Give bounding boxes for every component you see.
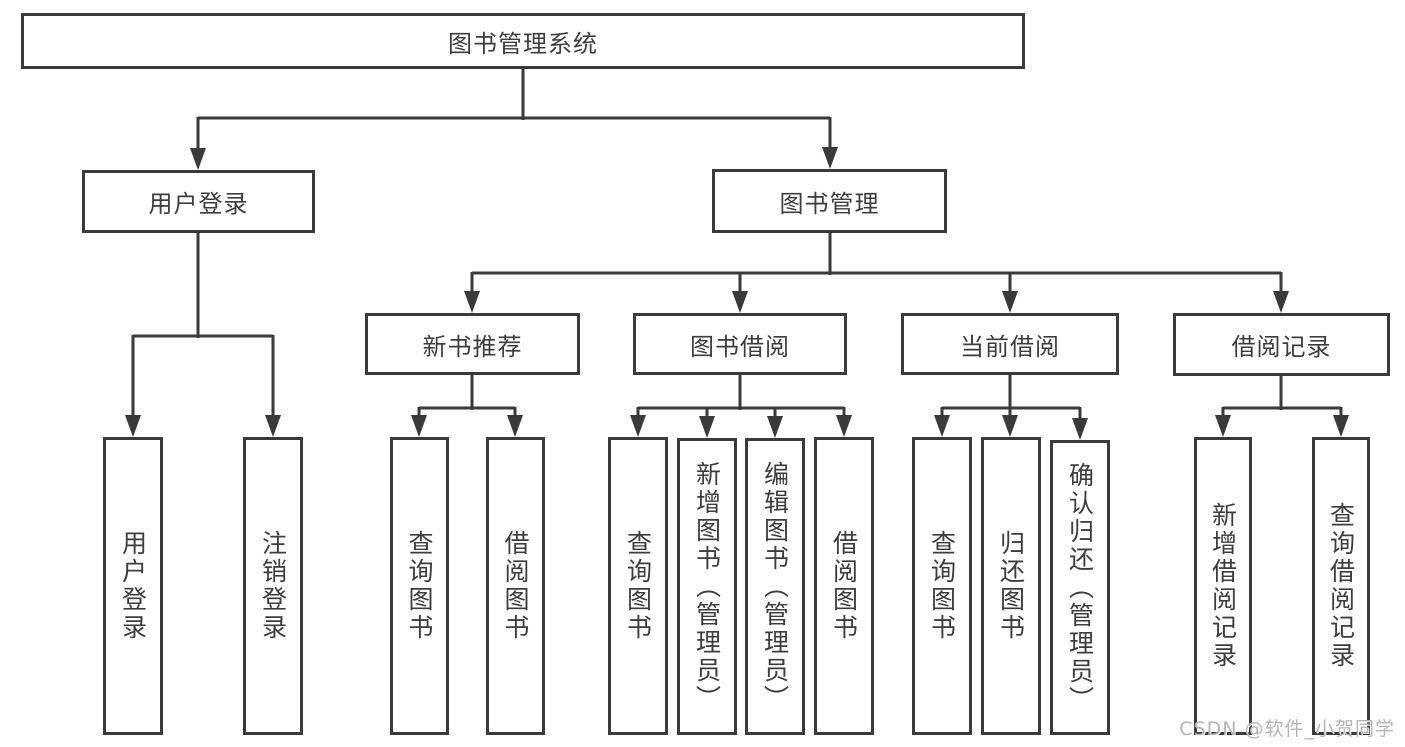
arrowhead-to-bb <box>732 291 748 313</box>
node-current-borrow-label: 当前借阅 <box>960 332 1060 361</box>
leaf-user-login-label: 用户登录 <box>118 530 148 642</box>
leaf-br-query-record: 查询借阅记录 <box>1312 437 1370 735</box>
node-book-mgmt: 图书管理 <box>712 169 947 233</box>
leaf-logout-label: 注销登录 <box>258 530 288 642</box>
leaf-bb-edit-books-label: 编辑图书（管理员） <box>760 460 790 713</box>
leaf-logout: 注销登录 <box>243 437 303 735</box>
node-book-borrow-label: 图书借阅 <box>690 332 790 361</box>
leaf-bb-add-books-label: 新增图书（管理员） <box>692 460 722 713</box>
arrowhead-to-br-query <box>1333 415 1349 437</box>
leaf-bb-edit-books: 编辑图书（管理员） <box>745 438 805 735</box>
leaf-bb-add-books: 新增图书（管理员） <box>677 438 737 735</box>
leaf-rec-query-books: 查询图书 <box>390 437 449 735</box>
leaf-bb-borrow-books: 借阅图书 <box>814 437 874 735</box>
node-borrow-record: 借阅记录 <box>1173 313 1390 376</box>
leaf-br-query-record-label: 查询借阅记录 <box>1326 502 1356 670</box>
arrowhead-to-mgmt <box>822 147 838 169</box>
arrowhead-to-br-add <box>1215 415 1231 437</box>
leaf-rec-borrow-books: 借阅图书 <box>486 437 545 735</box>
arrowhead-to-bb-edit <box>767 416 783 438</box>
node-book-borrow: 图书借阅 <box>633 313 847 375</box>
arrowhead-to-login-user <box>125 415 141 437</box>
leaf-user-login: 用户登录 <box>103 437 163 735</box>
node-current-borrow: 当前借阅 <box>901 313 1119 375</box>
leaf-cb-query-books: 查询图书 <box>912 437 972 735</box>
leaf-cb-query-books-label: 查询图书 <box>927 530 957 642</box>
arrowhead-to-cb-confirm <box>1072 418 1088 440</box>
node-borrow-record-label: 借阅记录 <box>1231 333 1332 361</box>
node-root-label: 图书管理系统 <box>448 29 598 58</box>
node-user-login-label: 用户登录 <box>148 190 249 218</box>
arrowhead-to-bb-query <box>630 415 646 437</box>
arrowhead-to-cb-return <box>1002 415 1018 437</box>
arrowhead-to-br <box>1273 291 1289 313</box>
arrowhead-to-bb-add <box>699 416 715 438</box>
arrowhead-to-rec <box>464 291 480 313</box>
leaf-bb-borrow-books-label: 借阅图书 <box>829 530 859 642</box>
arrowhead-to-login <box>190 148 206 170</box>
leaf-cb-confirm-return: 确认归还（管理员） <box>1050 440 1110 735</box>
node-user-login: 用户登录 <box>82 170 315 233</box>
leaf-cb-return-books-label: 归还图书 <box>996 530 1026 642</box>
leaf-br-add-record-label: 新增借阅记录 <box>1208 502 1238 670</box>
watermark-text: CSDN @软件_小贺同学 <box>1179 718 1395 740</box>
leaf-cb-confirm-return-label: 确认归还（管理员） <box>1065 461 1095 714</box>
arrowhead-to-rec-borrow <box>507 415 523 437</box>
arrowhead-to-rec-query <box>411 415 427 437</box>
arrowhead-to-login-logout <box>265 415 281 437</box>
leaf-rec-borrow-books-label: 借阅图书 <box>501 530 530 642</box>
node-new-book-rec: 新书推荐 <box>365 313 580 375</box>
arrowhead-to-bb-borrow <box>836 415 852 437</box>
leaf-br-add-record: 新增借阅记录 <box>1194 437 1252 735</box>
leaf-rec-query-books-label: 查询图书 <box>405 530 434 642</box>
node-book-mgmt-label: 图书管理 <box>779 189 880 218</box>
node-new-book-rec-label: 新书推荐 <box>422 332 523 361</box>
arrowhead-to-cb <box>1002 291 1018 313</box>
leaf-bb-query-books-label: 查询图书 <box>623 530 653 642</box>
leaf-bb-query-books: 查询图书 <box>608 437 668 735</box>
node-root: 图书管理系统 <box>21 13 1025 69</box>
arrowhead-to-cb-query <box>934 415 950 437</box>
leaf-cb-return-books: 归还图书 <box>981 437 1041 735</box>
